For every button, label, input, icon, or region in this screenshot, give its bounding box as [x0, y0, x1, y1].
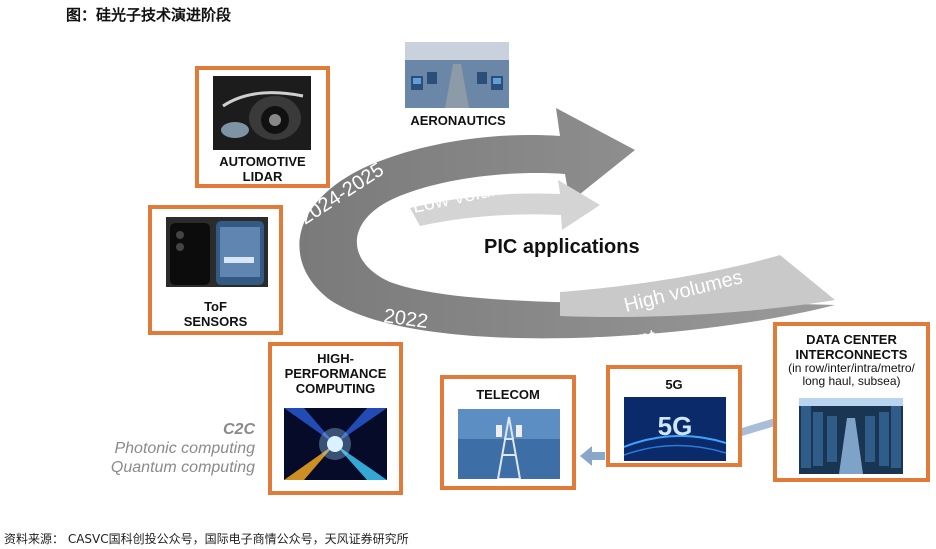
aeronautics-label: AERONAUTICS [410, 113, 506, 128]
hpc-image [284, 408, 387, 480]
tof-label-line2: SENSORS [183, 314, 248, 329]
fiveg-image: 5G [623, 397, 727, 461]
tof-label-line1: ToF [204, 299, 227, 314]
datacenter-label-line1: DATA CENTER [806, 332, 897, 347]
hpc-label-line2: PERFORMANCE [284, 366, 387, 381]
hpc-label-line1: HIGH- [317, 351, 354, 366]
connector-arrow-5g-telecom [580, 446, 605, 466]
automotive-label-line1: AUTOMOTIVE [219, 154, 306, 169]
c2c-photonic-computing: Photonic computing [114, 440, 255, 457]
hpc-card: HIGH- PERFORMANCE COMPUTING [268, 342, 403, 495]
center-title: PIC applications [484, 236, 640, 258]
datacenter-image [799, 398, 903, 474]
automotive-label-line2: LIDAR [242, 169, 283, 184]
low-volumes-arrow [410, 180, 600, 230]
figure-title: 图：硅光子技术演进阶段 [66, 6, 232, 24]
high-volumes-arrow [560, 255, 835, 318]
c2c-text-block: C2C Photonic computing Quantum computing [100, 420, 255, 477]
telecom-label: TELECOM [476, 387, 540, 402]
datacenter-label-line2: INTERCONNECTS [795, 347, 908, 362]
hpc-label-line3: COMPUTING [295, 381, 376, 396]
datacenter-card: DATA CENTER INTERCONNECTS (in row/inter/… [773, 322, 930, 482]
fiveg-label: 5G [665, 377, 683, 392]
fiveg-image-text: 5G [658, 411, 693, 441]
telecom-card: TELECOM [440, 375, 576, 490]
connector-datacenter-5g [742, 418, 775, 436]
datacenter-sub-line1: (in row/inter/intra/metro/ [788, 361, 915, 375]
tof-image [166, 217, 268, 287]
telecom-image [458, 409, 560, 480]
aeronautics-image [405, 42, 509, 108]
datacenter-sub-line2: long haul, subsea) [802, 374, 901, 388]
fiveg-card: 5G 5G [606, 365, 742, 467]
tof-sensors-card: ToF SENSORS [148, 205, 283, 335]
source-note: 资料来源： CASVC国科创投公众号，国际电子商情公众号，天风证券研究所 [4, 532, 409, 546]
c2c-quantum-computing: Quantum computing [110, 459, 255, 476]
c2c-heading: C2C [222, 421, 255, 438]
outer-swoosh-arrow [299, 108, 836, 339]
automotive-image [213, 76, 311, 150]
automotive-lidar-card: AUTOMOTIVE LIDAR [195, 66, 330, 188]
